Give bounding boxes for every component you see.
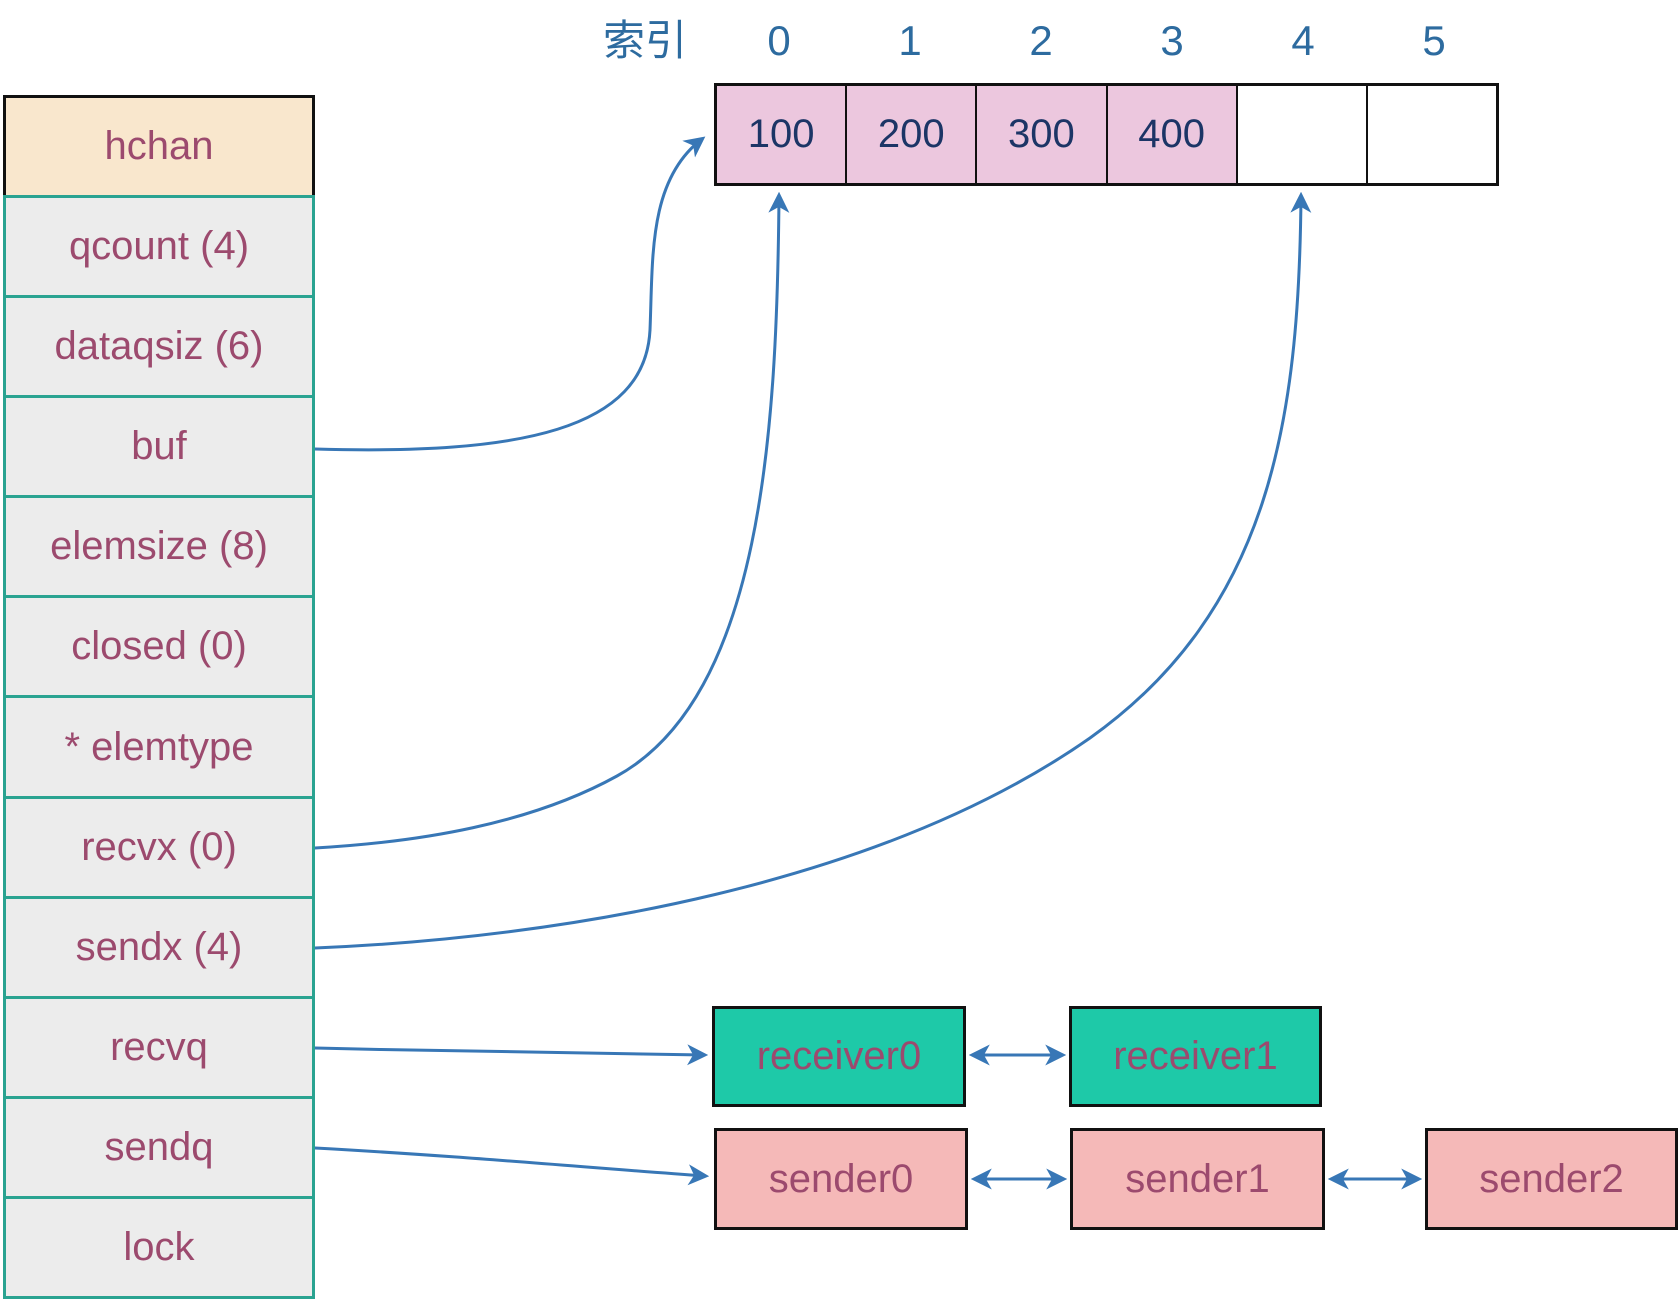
recvx-arrow <box>313 191 790 850</box>
struct-field-qcount: qcount (4) <box>3 195 315 299</box>
struct-field-buf: buf <box>3 395 315 499</box>
sendq-node-sender2: sender2 <box>1425 1128 1678 1230</box>
index-label-3: 3 <box>1160 17 1184 64</box>
recvq-node-receiver1: receiver1 <box>1069 1006 1322 1107</box>
buffer-cell-0: 100 <box>717 86 848 183</box>
sendx-arrow <box>313 191 1312 950</box>
buffer-cell-2: 300 <box>977 86 1108 183</box>
buffer-cell-4 <box>1237 86 1368 183</box>
struct-field-elemsize: elemsize (8) <box>3 495 315 599</box>
buf-arrow <box>313 136 706 452</box>
struct-field-closed: closed (0) <box>3 595 315 699</box>
struct-field-recvq: recvq <box>3 995 315 1099</box>
index-label-2: 2 <box>1029 17 1053 64</box>
ring-buffer-array: 100 200 300 400 <box>714 83 1499 186</box>
index-label-4: 4 <box>1291 17 1315 64</box>
buffer-cell-1: 200 <box>847 86 978 183</box>
struct-field-recvx: recvx (0) <box>3 795 315 899</box>
index-label-0: 0 <box>767 17 791 64</box>
recvq-node-receiver0: receiver0 <box>712 1006 966 1107</box>
buffer-cell-3: 400 <box>1107 86 1238 183</box>
struct-field-sendq: sendq <box>3 1095 315 1199</box>
index-label-1: 1 <box>898 17 922 64</box>
struct-field-dataqsiz: dataqsiz (6) <box>3 295 315 399</box>
struct-field-lock: lock <box>3 1195 315 1299</box>
struct-header-hchan: hchan <box>3 95 315 199</box>
recvq-arrow <box>313 1044 709 1066</box>
sendq-node-sender0: sender0 <box>714 1128 968 1230</box>
index-label-title: 索引 <box>602 17 688 64</box>
buffer-cell-5 <box>1367 86 1497 183</box>
sendq-node-sender1: sender1 <box>1070 1128 1325 1230</box>
hchan-struct-table: hchan qcount (4) dataqsiz (6) buf elemsi… <box>3 95 315 1299</box>
struct-field-elemtype: * elemtype <box>3 695 315 799</box>
index-label-5: 5 <box>1422 17 1446 64</box>
sendq-arrow <box>313 1146 710 1186</box>
struct-field-sendx: sendx (4) <box>3 895 315 999</box>
